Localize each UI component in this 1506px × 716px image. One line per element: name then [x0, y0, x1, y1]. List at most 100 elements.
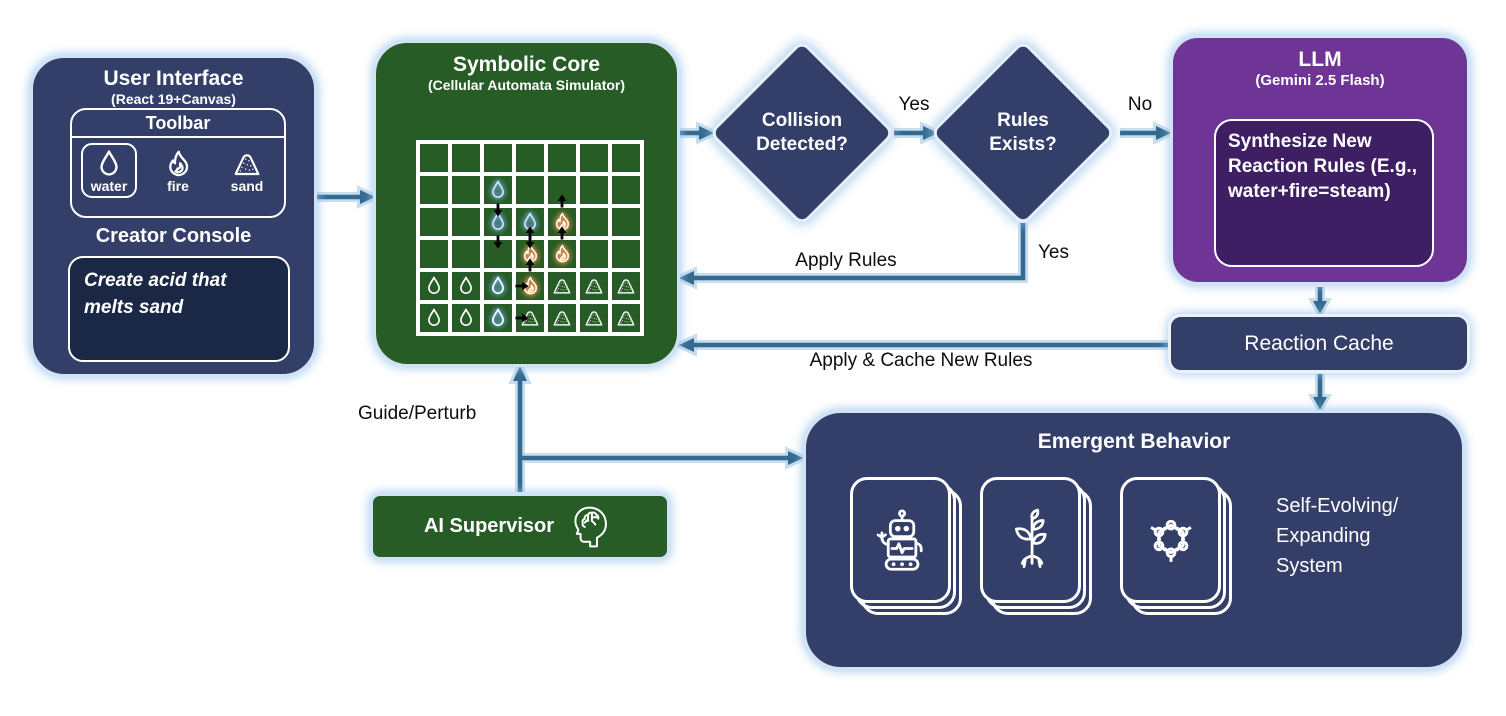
ai-supervisor-box: AI Supervisor: [370, 493, 670, 560]
grid-cell-empty: [580, 240, 608, 268]
grid-cell-empty: [420, 240, 448, 268]
llm-body: Synthesize New Reaction Rules (E.g., wat…: [1214, 119, 1434, 267]
sand-icon: [551, 275, 573, 297]
sand-icon: [583, 275, 605, 297]
edge-label-yes-rules: Yes: [1038, 242, 1069, 263]
robot-card: [850, 477, 970, 622]
grid-cell-empty: [612, 240, 640, 268]
edge-label-no-rules: No: [1127, 94, 1153, 115]
sand-icon: [551, 307, 573, 329]
emergent-behavior-box: Emergent Behavior Self-Evolving/ Expandi…: [803, 410, 1465, 670]
user-interface-title: User Interface: [103, 67, 244, 90]
fire-flame-icon: [162, 148, 194, 180]
emergent-behavior-title: Emergent Behavior: [1037, 430, 1231, 453]
grid-cell-sand: [612, 304, 640, 332]
creator-console-prompt: Create acid that melts sand: [68, 256, 290, 362]
cell-down-arrow-icon: [493, 203, 503, 217]
grid-cell-empty: [452, 240, 480, 268]
plant-card: [980, 477, 1100, 622]
llm-title: LLM: [1298, 48, 1342, 71]
sand-pile-icon: [231, 148, 263, 180]
decision-rules-exists: Rules Exists?: [929, 39, 1117, 227]
ca-grid: [416, 140, 644, 336]
water-droplet-icon: [93, 148, 125, 180]
toolbar-panel: Toolbar water fire sand: [70, 108, 286, 218]
brain-head-icon: [570, 504, 616, 550]
grid-cell-empty: [516, 144, 544, 172]
plant-icon: [997, 506, 1065, 574]
grid-cell-empty: [420, 208, 448, 236]
robot-icon: [867, 506, 935, 574]
grid-cell-empty: [580, 208, 608, 236]
grid-cell-empty: [612, 208, 640, 236]
symbolic-core-title: Symbolic Core: [452, 53, 601, 76]
grid-cell-water-down: [484, 176, 512, 217]
molecule-card: [1120, 477, 1240, 622]
reaction-cache-label: Reaction Cache: [1244, 331, 1394, 355]
sand-icon: [583, 307, 605, 329]
card-face: [850, 477, 951, 603]
edge-label-apply-rules: Apply Rules: [795, 250, 897, 271]
sand-tool-label: sand: [230, 178, 264, 194]
edge-label-yes-collision: Yes: [898, 94, 930, 115]
reaction-cache-box: Reaction Cache: [1168, 314, 1470, 373]
grid-cell-empty: [548, 144, 576, 172]
droplet-icon: [455, 275, 477, 297]
grid-cell-sand: [580, 304, 608, 332]
droplet-icon: [423, 307, 445, 329]
flame-icon: [551, 243, 573, 265]
grid-cell-sand: [612, 272, 640, 300]
grid-cell-water: [420, 304, 448, 332]
grid-cell-empty: [612, 176, 640, 204]
grid-cell-sand: [580, 272, 608, 300]
symbolic-core-box: Symbolic Core (Cellular Automata Simulat…: [373, 40, 680, 367]
grid-cell-water: [452, 304, 480, 332]
droplet-icon: [423, 275, 445, 297]
symbolic-core-subtitle: (Cellular Automata Simulator): [427, 77, 626, 93]
sand-tool: sand: [219, 143, 275, 198]
cell-right-arrow-icon: [515, 313, 529, 323]
rules-diamond-label: Rules Exists?: [989, 110, 1057, 155]
grid-cell-empty: [452, 208, 480, 236]
cell-right-arrow-icon: [515, 281, 529, 291]
emergent-behavior-caption: Self-Evolving/ Expanding System: [1276, 495, 1399, 577]
droplet-icon: [487, 275, 509, 297]
card-face: [1120, 477, 1221, 603]
water-tool-label: water: [90, 178, 128, 194]
card-face: [980, 477, 1081, 603]
droplet-icon: [455, 307, 477, 329]
grid-cell-empty: [612, 144, 640, 172]
droplet-icon: [487, 307, 509, 329]
cell-up-arrow-icon: [557, 226, 567, 240]
grid-cell-empty: [580, 144, 608, 172]
water-tool: water: [81, 143, 137, 198]
cell-up-arrow-icon: [525, 258, 535, 272]
ai-supervisor-label: AI Supervisor: [423, 515, 555, 537]
fire-tool: fire: [150, 143, 206, 198]
grid-cell-water-right: [484, 272, 529, 300]
llm-box: LLM (Gemini 2.5 Flash) Synthesize New Re…: [1170, 35, 1470, 285]
edge-label-guide-perturb: Guide/Perturb: [358, 403, 477, 424]
droplet-icon: [487, 179, 509, 201]
grid-cell-empty: [452, 144, 480, 172]
toolbar-separator: [72, 136, 284, 138]
llm-subtitle: (Gemini 2.5 Flash): [1255, 72, 1385, 89]
grid-cell-empty: [580, 176, 608, 204]
fire-tool-label: fire: [167, 178, 189, 194]
grid-cell-empty: [452, 176, 480, 204]
grid-cell-fire-up: [548, 226, 576, 268]
user-interface-box: User Interface (React 19+Canvas) Toolbar…: [30, 55, 317, 377]
edge-label-apply-cache-new-rules: Apply & Cache New Rules: [809, 350, 1033, 371]
grid-cell-empty: [484, 144, 512, 172]
cell-down-arrow-icon: [493, 235, 503, 249]
sand-icon: [615, 307, 637, 329]
cell-up-arrow-icon: [525, 226, 535, 240]
grid-cell-empty: [420, 176, 448, 204]
toolbar-title: Toolbar: [145, 113, 211, 133]
grid-cell-empty: [516, 176, 544, 204]
grid-cell-water: [452, 272, 480, 300]
grid-cell-water: [420, 272, 448, 300]
grid-cell-empty: [420, 144, 448, 172]
